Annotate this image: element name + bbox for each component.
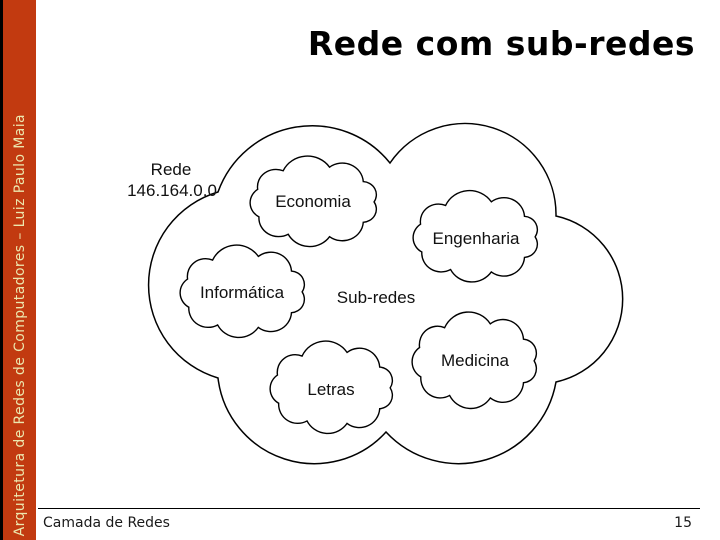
subnets-center-label: Sub-redes bbox=[337, 288, 415, 307]
sidebar-edge bbox=[0, 0, 3, 540]
sidebar: Arquitetura de Redes de Computadores – L… bbox=[3, 0, 36, 540]
subnet-label-informatica: Informática bbox=[200, 283, 285, 302]
subnet-label-letras: Letras bbox=[307, 380, 354, 399]
subnet-label-engenharia: Engenharia bbox=[433, 229, 521, 248]
footer-divider bbox=[38, 508, 700, 509]
slide-title: Rede com sub-redes bbox=[307, 24, 695, 63]
network-name-label: Rede bbox=[151, 160, 192, 179]
footer-section-title: Camada de Redes bbox=[43, 515, 170, 531]
network-address-label: 146.164.0.0 bbox=[127, 181, 217, 200]
subnet-label-economia: Economia bbox=[275, 192, 351, 211]
page-number: 15 bbox=[674, 515, 692, 531]
subnet-label-medicina: Medicina bbox=[441, 351, 510, 370]
footer: Camada de Redes 15 bbox=[43, 515, 692, 531]
